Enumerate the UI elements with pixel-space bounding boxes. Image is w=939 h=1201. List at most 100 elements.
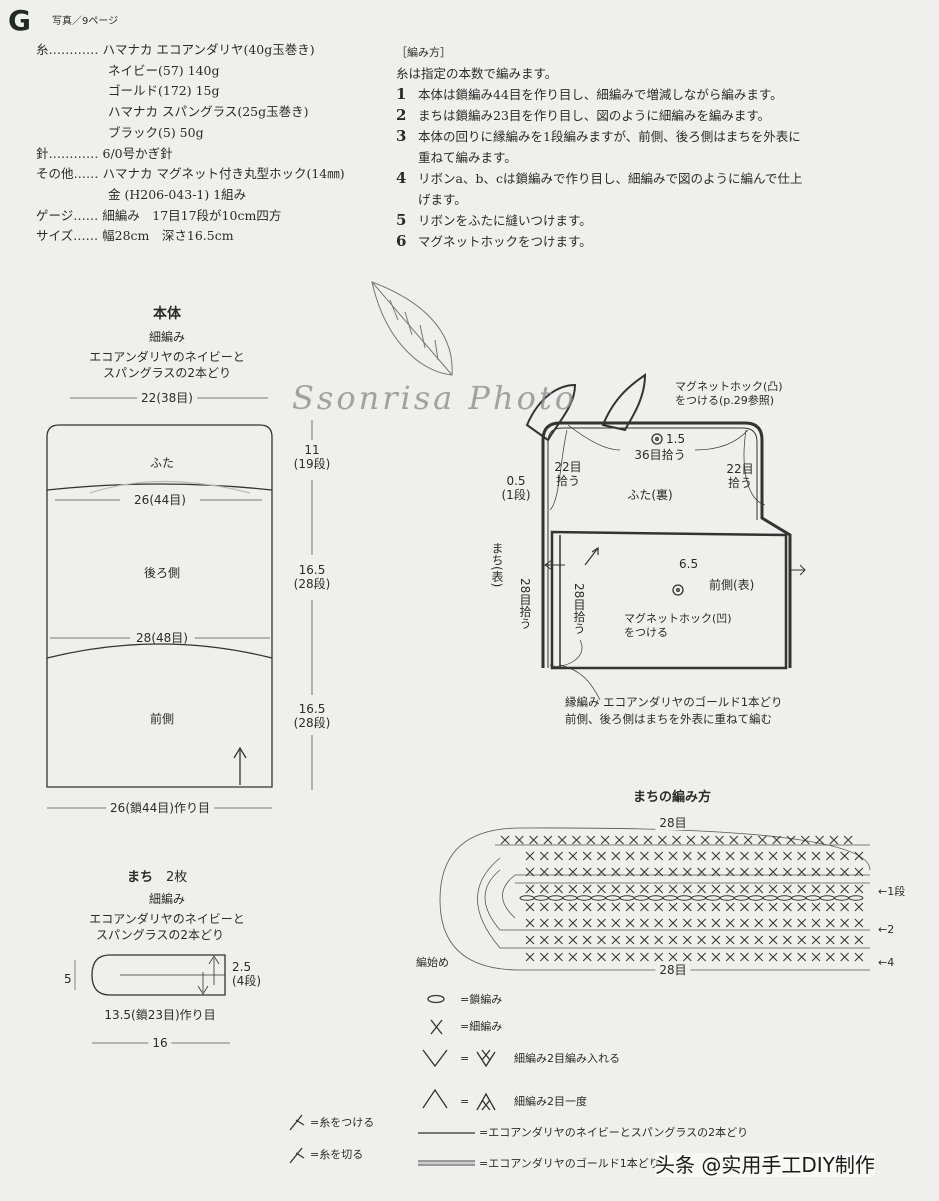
single-crochet-mark (797, 851, 807, 861)
single-crochet-mark (725, 851, 735, 861)
single-crochet-mark (740, 902, 749, 912)
single-crochet-mark (525, 918, 535, 928)
single-crochet-mark (500, 835, 510, 845)
single-crochet-mark (825, 918, 835, 928)
single-crochet-mark (611, 884, 621, 894)
body-mid-width-1: 26(44目) (134, 493, 186, 507)
body-outline (46, 424, 273, 788)
single-crochet-mark (854, 884, 864, 894)
single-crochet-mark (611, 918, 621, 928)
gusset-stitch: 細編み (148, 892, 186, 906)
single-crochet-mark (811, 952, 821, 962)
single-crochet-mark (697, 884, 706, 894)
single-crochet-mark (797, 935, 807, 945)
stitch-grid (500, 835, 864, 962)
gusset-yarn-2: スパングラスの2本どり (96, 928, 224, 942)
single-crochet-mark (568, 952, 578, 962)
single-crochet-mark (700, 835, 710, 845)
chain-stitch-mark (548, 895, 564, 901)
chain-stitch-mark (819, 895, 835, 901)
chain-stitch-mark (676, 895, 692, 901)
single-crochet-mark (625, 952, 635, 962)
single-crochet-mark (682, 867, 692, 877)
chain-stitch-mark (519, 895, 535, 901)
body-front-label: 前側 (149, 712, 175, 726)
body-stitch: 細編み (148, 330, 186, 344)
single-crochet-mark (582, 851, 592, 861)
single-crochet-mark (825, 902, 835, 912)
single-crochet-mark (568, 884, 578, 894)
single-crochet-mark (768, 884, 778, 894)
single-crochet-mark (682, 935, 692, 945)
chain-stitch-mark (805, 895, 821, 901)
single-crochet-mark (582, 918, 592, 928)
single-crochet-mark (811, 935, 821, 945)
single-crochet-mark (625, 867, 635, 877)
single-crochet-mark (529, 835, 538, 845)
single-crochet-mark (783, 902, 792, 912)
single-crochet-mark (754, 867, 764, 877)
single-crochet-mark (625, 935, 635, 945)
single-crochet-mark (783, 884, 792, 894)
legend-eq-inc: = (460, 1052, 470, 1065)
single-crochet-mark (597, 918, 606, 928)
chain-stitch-mark (705, 895, 721, 901)
single-crochet-mark (768, 867, 778, 877)
single-crochet-mark (654, 918, 664, 928)
single-crochet-mark (825, 935, 835, 945)
single-crochet-mark (854, 902, 864, 912)
single-crochet-mark (743, 835, 753, 845)
gusset-yarn-1: エコアンダリヤのネイビーと (89, 912, 245, 926)
single-crochet-mark (668, 867, 678, 877)
single-crochet-mark (600, 835, 610, 845)
single-crochet-mark (682, 851, 692, 861)
edge-dim: 0.5(1段) (501, 474, 531, 502)
single-crochet-mark (668, 902, 678, 912)
single-crochet-mark (725, 952, 735, 962)
single-crochet-mark (772, 835, 782, 845)
single-crochet-mark (800, 835, 810, 845)
single-crochet-mark (815, 835, 824, 845)
single-crochet-mark (797, 902, 807, 912)
single-crochet-mark (843, 835, 853, 845)
single-crochet-mark (640, 902, 649, 912)
chain-stitch-mark (776, 895, 792, 901)
single-crochet-mark (740, 935, 749, 945)
single-crochet-mark (582, 952, 592, 962)
body-mid-width-2: 28(48目) (136, 631, 188, 645)
chain-stitch-mark (719, 895, 735, 901)
single-crochet-mark (568, 902, 578, 912)
single-crochet-mark (582, 867, 592, 877)
pick-right: 22目拾う (726, 462, 754, 490)
single-crochet-mark (711, 952, 721, 962)
single-crochet-mark (740, 952, 749, 962)
single-crochet-mark (539, 902, 549, 912)
single-crochet-mark (811, 902, 821, 912)
gusset-chain: 13.5(鎖23目)作り目 (104, 1008, 216, 1022)
single-crochet-mark (514, 835, 524, 845)
single-crochet-mark (539, 867, 549, 877)
single-crochet-mark (582, 902, 592, 912)
script-watermark: Ssonrisa Photo (292, 379, 577, 417)
chain-stitch-mark (591, 895, 606, 901)
single-crochet-mark (668, 851, 678, 861)
row-label-4: ←4 (878, 956, 895, 969)
legend-marks (289, 994, 496, 1166)
single-crochet-mark (525, 884, 535, 894)
single-crochet-mark (682, 952, 692, 962)
single-crochet-mark (568, 867, 578, 877)
single-crochet-mark (797, 918, 807, 928)
chain-stitch-mark (648, 895, 664, 901)
flap-back-label: ふた(裏) (627, 488, 673, 502)
single-crochet-mark (582, 935, 592, 945)
credit-watermark: 头条 @实用手工DIY制作 (655, 1153, 875, 1177)
single-crochet-mark (829, 835, 839, 845)
chain-stitch-mark (848, 895, 864, 901)
single-crochet-mark (525, 935, 535, 945)
single-crochet-mark (597, 902, 606, 912)
single-crochet-mark (783, 867, 792, 877)
single-crochet-mark (611, 935, 621, 945)
